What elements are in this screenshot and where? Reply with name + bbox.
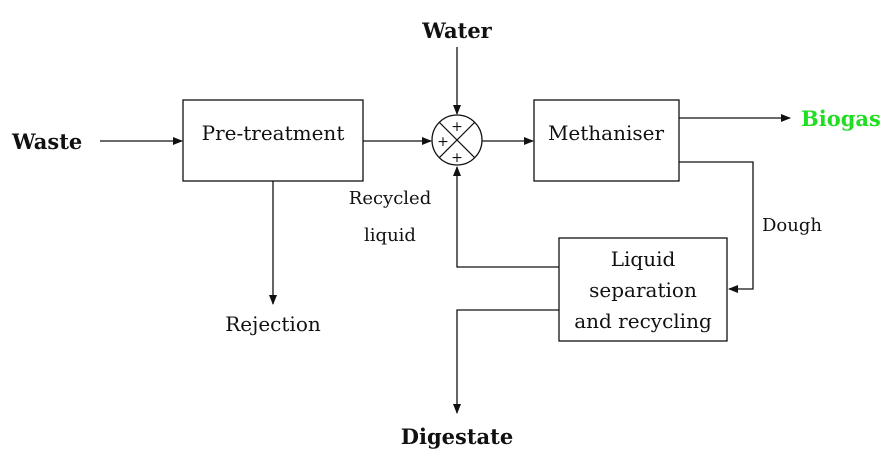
- methaniser-label: Methaniser: [548, 121, 665, 145]
- pretreatment-label: Pre-treatment: [202, 121, 345, 145]
- recycled-liquid-arrow: [453, 166, 559, 268]
- digestate-label: Digestate: [401, 424, 513, 449]
- recycled-liquid-label-line-2: liquid: [364, 225, 416, 246]
- waste-label: Waste: [11, 129, 82, 154]
- water-label: Water: [421, 18, 492, 43]
- mixer-plus-top: +: [451, 119, 463, 135]
- digestate-arrow: [453, 309, 559, 414]
- dough-label: Dough: [762, 215, 822, 236]
- recycled-liquid-label-line-1: Recycled: [349, 188, 431, 209]
- biogas-label: Biogas: [801, 106, 881, 131]
- mixer-junction: [431, 114, 483, 166]
- mixer-plus-bottom: +: [451, 150, 463, 166]
- separation-label-line-3: and recycling: [574, 309, 712, 333]
- separation-box: [558, 237, 728, 342]
- dough-arrow: [679, 161, 754, 293]
- separation-label-line-2: separation: [589, 278, 697, 302]
- separation-label-line-1: Liquid: [611, 247, 676, 271]
- pretreatment-box: [182, 99, 364, 182]
- mixer-plus-left: +: [437, 134, 449, 150]
- rejection-label: Rejection: [225, 312, 321, 336]
- methaniser-box: [533, 99, 680, 182]
